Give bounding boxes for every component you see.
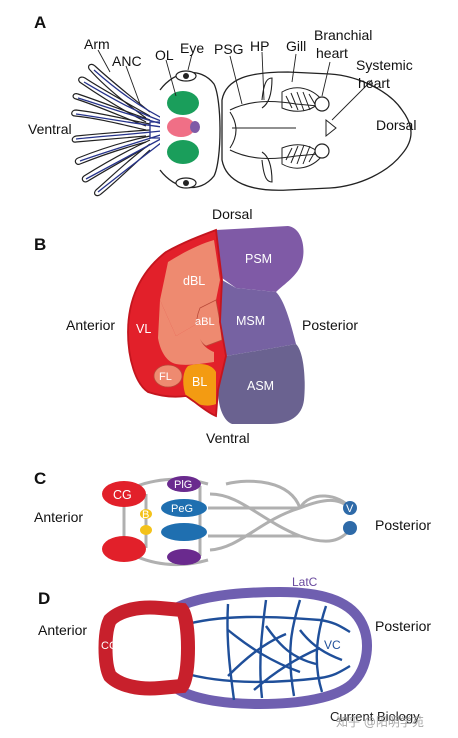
panel-d: D Anterior Posterior CC LatC VC xyxy=(38,575,431,710)
panel-a: A xyxy=(28,13,416,197)
panel-b-letter: B xyxy=(34,235,46,254)
arm-nerve-cords xyxy=(75,69,171,193)
label-anc: ANC xyxy=(112,53,142,69)
lobe-b xyxy=(140,509,152,519)
region-msm xyxy=(220,280,296,356)
lobe-cg-lower xyxy=(102,536,146,562)
lobe-v-lower xyxy=(343,521,357,535)
label-posterior-b: Posterior xyxy=(302,317,358,333)
label-msm: MSM xyxy=(236,314,265,328)
label-systemic-line1: Systemic xyxy=(356,57,413,73)
label-peg: PeG xyxy=(171,503,193,515)
panel-c: C Anterior Posterior CG PlG B xyxy=(34,469,431,567)
eye-icon xyxy=(175,70,197,189)
panel-a-letter: A xyxy=(34,13,46,32)
central-brain xyxy=(167,117,195,137)
label-bl: BL xyxy=(192,375,207,389)
panel-d-letter: D xyxy=(38,589,50,608)
label-anterior-d: Anterior xyxy=(38,622,87,638)
region-asm xyxy=(218,344,305,424)
label-dorsal-b: Dorsal xyxy=(212,206,252,222)
label-systemic-line2: heart xyxy=(358,75,390,91)
panel-b: B Dorsal Ventral Anterior Posterior PSM … xyxy=(34,206,358,446)
systemic-heart xyxy=(325,118,337,138)
label-ventral-a: Ventral xyxy=(28,121,72,137)
label-dorsal-a: Dorsal xyxy=(376,117,416,133)
central-brain-posterior xyxy=(190,121,200,133)
label-psm: PSM xyxy=(245,252,272,266)
region-psm xyxy=(216,226,304,292)
label-arm: Arm xyxy=(84,36,110,52)
label-v: V xyxy=(346,503,354,515)
region-dbl xyxy=(160,240,220,336)
label-gill: Gill xyxy=(286,38,306,54)
label-vc: VC xyxy=(324,638,341,652)
label-cc: CC xyxy=(101,640,117,652)
label-posterior-c: Posterior xyxy=(375,517,431,533)
label-vl: VL xyxy=(136,322,151,336)
journal-credit: Current Biology xyxy=(330,709,420,724)
squid-arms xyxy=(71,63,151,197)
label-asm: ASM xyxy=(247,379,274,393)
lobe-peg xyxy=(161,499,207,517)
lobe-pig-lower xyxy=(167,549,201,565)
label-ol: OL xyxy=(155,47,174,63)
panel-c-letter: C xyxy=(34,469,46,488)
cc-ring xyxy=(98,600,195,696)
lobe-b-lower xyxy=(140,525,152,535)
branchial-heart-upper xyxy=(314,96,330,112)
label-anterior-c: Anterior xyxy=(34,509,83,525)
ventral-cord-network xyxy=(179,599,351,701)
label-cg: CG xyxy=(113,488,132,502)
watermark: 知乎 @阳明学苑 xyxy=(336,714,424,729)
label-branchial-line1: Branchial xyxy=(314,27,372,43)
region-fl xyxy=(153,364,183,388)
label-pig: PlG xyxy=(174,479,192,491)
label-fl: FL xyxy=(159,371,172,383)
label-eye: Eye xyxy=(180,40,204,56)
region-bl xyxy=(183,364,216,406)
region-outline xyxy=(127,228,227,418)
region-dbl-lower xyxy=(158,300,214,365)
label-posterior-d: Posterior xyxy=(375,618,431,634)
label-ventral-b: Ventral xyxy=(206,430,250,446)
label-latc: LatC xyxy=(292,575,318,589)
optic-lobe-lower xyxy=(167,140,199,164)
label-branchial-line2: heart xyxy=(316,45,348,61)
lobe-v xyxy=(343,501,357,515)
leader-lines-a xyxy=(97,49,373,121)
label-psg: PSG xyxy=(214,41,244,57)
connectives xyxy=(122,477,352,567)
label-b: B xyxy=(142,509,149,521)
lobe-pig xyxy=(167,476,201,492)
label-dbl: dBL xyxy=(183,274,205,288)
branchial-heart-lower xyxy=(314,143,330,159)
optic-lobe-upper xyxy=(167,91,199,115)
label-abl: aBL xyxy=(195,316,215,328)
label-hp: HP xyxy=(250,38,269,54)
lobe-cg xyxy=(102,481,146,507)
lobe-peg-lower xyxy=(161,523,207,541)
label-anterior-b: Anterior xyxy=(66,317,115,333)
